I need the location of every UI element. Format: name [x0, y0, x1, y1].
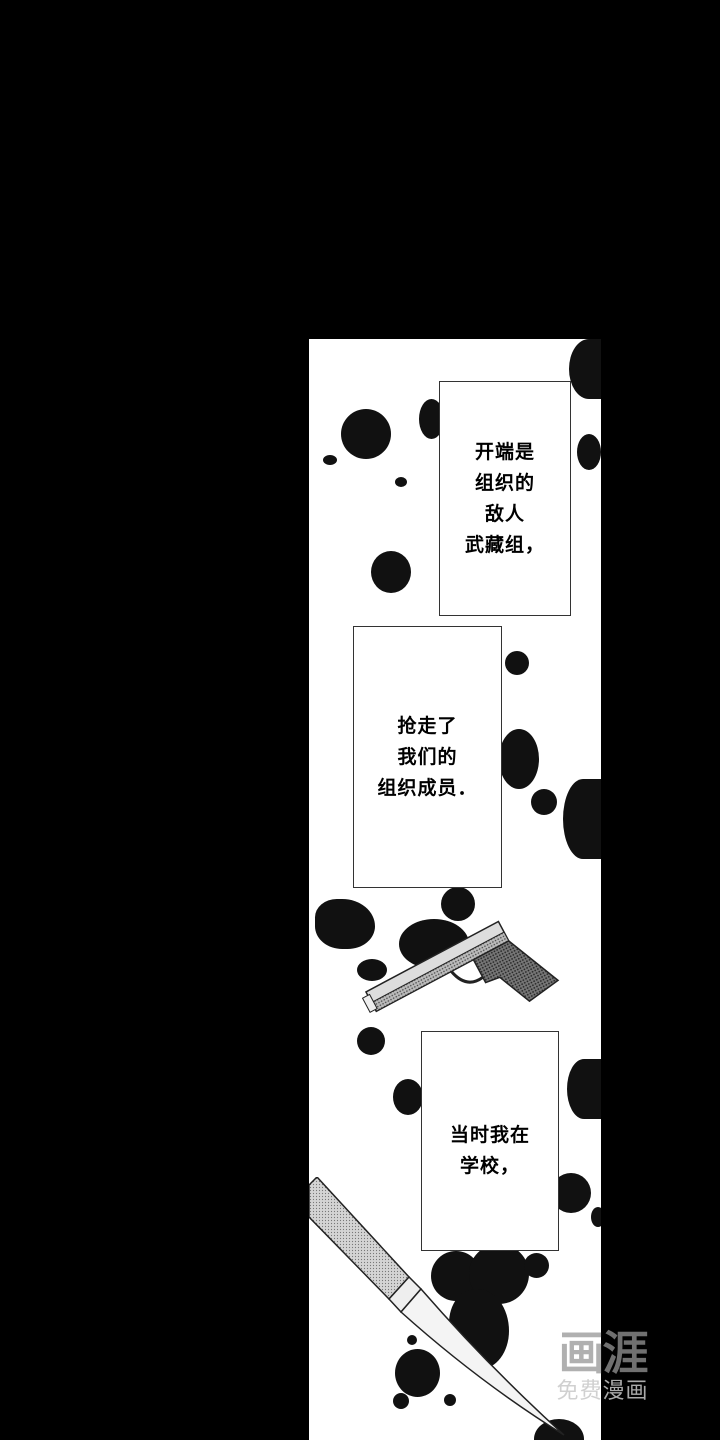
caption-box-1: 开端是 组织的 敌人 武藏组， — [439, 381, 571, 616]
ink-splatter — [315, 899, 375, 949]
ink-splatter — [563, 779, 601, 859]
ink-splatter — [567, 1059, 601, 1119]
caption-text: 当时我在 学校， — [449, 1124, 530, 1177]
manga-panel: 开端是 组织的 敌人 武藏组， 抢走了 我们的 组织成员． 当时我在 学校， — [309, 339, 601, 1440]
ink-splatter — [577, 434, 601, 470]
ink-splatter — [505, 651, 529, 675]
handgun-icon — [361, 920, 560, 1014]
caption-box-2: 抢走了 我们的 组织成员． — [353, 626, 502, 888]
watermark: 画涯 免费漫画 — [540, 1328, 665, 1406]
caption-text: 抢走了 我们的 组织成员． — [377, 714, 478, 799]
caption-box-3: 当时我在 学校， — [421, 1031, 559, 1251]
ink-splatter — [444, 1394, 456, 1406]
ink-splatter — [441, 887, 475, 921]
ink-splatter — [395, 1349, 440, 1397]
ink-splatter — [569, 339, 601, 399]
watermark-subtitle: 免费漫画 — [556, 1379, 649, 1404]
ink-splatter — [357, 959, 387, 981]
ink-splatter — [323, 455, 337, 465]
ink-splatter — [393, 1079, 423, 1115]
caption-text: 开端是 组织的 敌人 武藏组， — [464, 440, 545, 556]
ink-splatter — [341, 409, 391, 459]
knife-icon — [309, 1177, 565, 1436]
ink-splatter — [371, 551, 411, 593]
ink-splatter — [393, 1393, 409, 1409]
ink-splatter — [407, 1335, 417, 1345]
ink-splatter — [395, 477, 407, 487]
ink-splatter — [357, 1027, 385, 1055]
watermark-logo: 画涯 — [558, 1326, 649, 1380]
ink-splatter — [499, 729, 539, 789]
ink-splatter — [591, 1207, 601, 1227]
ink-splatter — [524, 1253, 549, 1278]
ink-splatter — [531, 789, 557, 815]
